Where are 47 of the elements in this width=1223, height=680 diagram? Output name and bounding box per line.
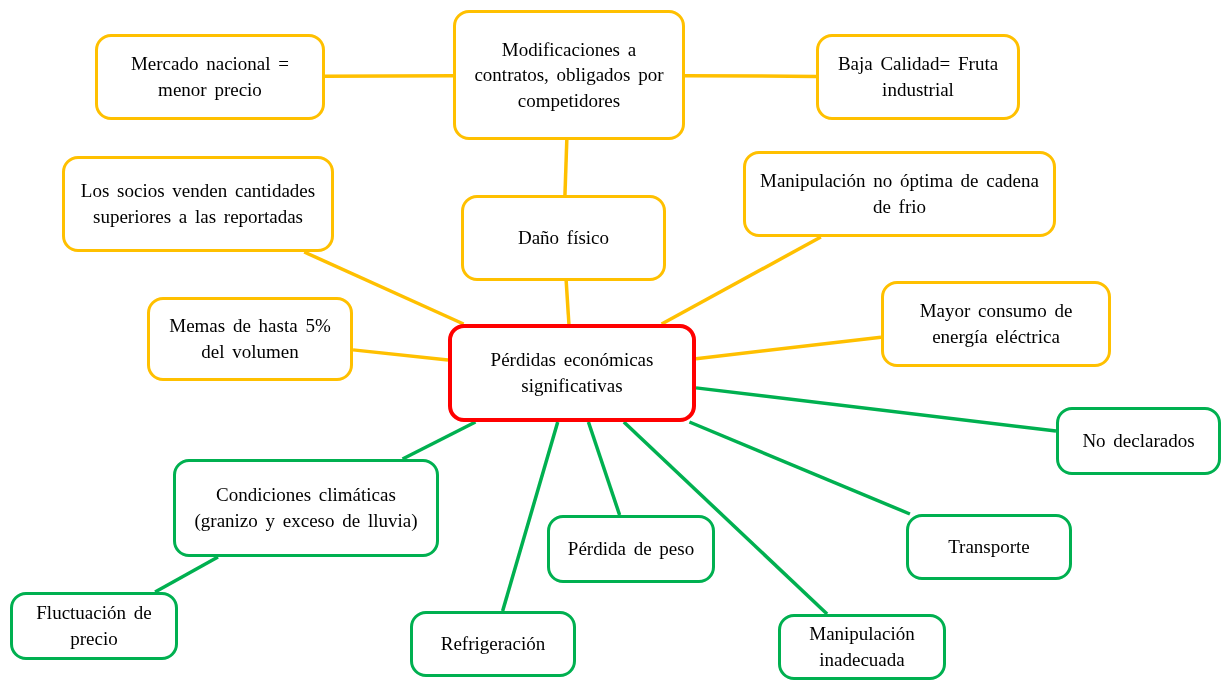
concept-box: [906, 514, 1072, 580]
box-text: Pérdida de peso: [567, 537, 695, 562]
box-text: Condiciones climáticas (granizo y exceso de lluvia): [193, 483, 419, 533]
connector-line: [695, 386, 1057, 433]
connector-line: [622, 420, 829, 616]
concept-box: [410, 611, 576, 677]
box-text: Mayor consumo de energía eléctrica: [918, 299, 1074, 349]
connector-line: [303, 250, 465, 326]
connector-line: [564, 280, 571, 325]
central-box: [448, 324, 696, 422]
concept-box: [62, 156, 334, 252]
concept-box: [1056, 407, 1221, 475]
box-text: Transporte: [948, 535, 1030, 560]
concept-box: [453, 10, 685, 140]
connector-line: [325, 73, 453, 79]
connector-line: [500, 421, 560, 612]
box-text: Fluctuación de precio: [35, 601, 153, 651]
connector-line: [685, 73, 816, 79]
concept-box: [461, 195, 666, 281]
box-text: Baja Calidad= Fruta industrial: [836, 52, 1000, 102]
box-text: Manipulación inadecuada: [808, 622, 916, 672]
connector-line: [352, 348, 449, 362]
connector-line: [401, 420, 477, 461]
concept-box: [10, 592, 178, 660]
box-text: Refrigeración: [440, 632, 546, 657]
connector-line: [688, 420, 911, 516]
box-text: Pérdidas económicas significativas: [489, 348, 655, 398]
concept-box: [547, 515, 715, 583]
box-text: No declarados: [1082, 429, 1195, 454]
connector-line: [154, 555, 219, 594]
concept-box: [778, 614, 946, 680]
connector-line: [695, 335, 882, 361]
box-text: Daño físico: [517, 226, 610, 251]
concept-box: [147, 297, 353, 381]
concept-box: [881, 281, 1111, 367]
box-text: Modificaciones a contratos, obligados por competidores: [473, 37, 665, 113]
connector-line: [563, 139, 569, 196]
concept-box: [95, 34, 325, 120]
concept-box: [816, 34, 1020, 120]
connector-line: [586, 421, 622, 516]
box-text: Manipulación no óptima de cadena de frio: [759, 169, 1040, 219]
concept-box: [743, 151, 1056, 237]
concept-box: [173, 459, 439, 557]
box-text: Mercado nacional = menor precio: [129, 52, 291, 102]
box-text: Memas de hasta 5% del volumen: [168, 314, 332, 364]
box-text: Los socios venden cantidades superiores a las reportadas: [79, 179, 317, 229]
connector-line: [660, 235, 822, 326]
